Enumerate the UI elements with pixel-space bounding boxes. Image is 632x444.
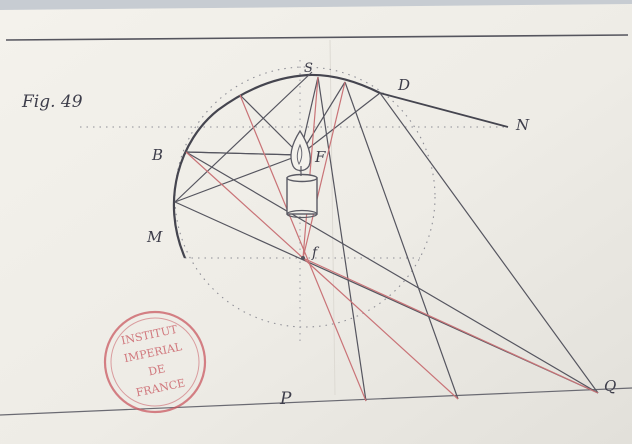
paper-sheet <box>0 4 632 444</box>
label-n: N <box>515 116 530 134</box>
focal-point <box>301 256 305 260</box>
label-s: S <box>304 61 313 76</box>
label-d: D <box>397 76 410 94</box>
label-p: P <box>279 389 292 409</box>
top-border-line <box>5 34 629 41</box>
reflector-curve <box>172 73 381 259</box>
construction-circle <box>174 66 436 328</box>
paper-crease <box>329 39 336 396</box>
label-b: B <box>151 146 163 164</box>
label-q: Q <box>604 377 616 395</box>
figure-label: Fig. 49 <box>21 92 83 112</box>
red-rays <box>185 76 599 402</box>
candle <box>286 129 318 219</box>
bottom-border-line <box>0 387 632 416</box>
label-m: M <box>146 228 163 246</box>
label-f-flame: F <box>314 148 326 166</box>
candle-body <box>286 177 318 215</box>
reflector-tangent <box>379 92 509 128</box>
label-f-focus: f <box>311 245 320 261</box>
stamp-line-3: DE <box>147 362 166 378</box>
